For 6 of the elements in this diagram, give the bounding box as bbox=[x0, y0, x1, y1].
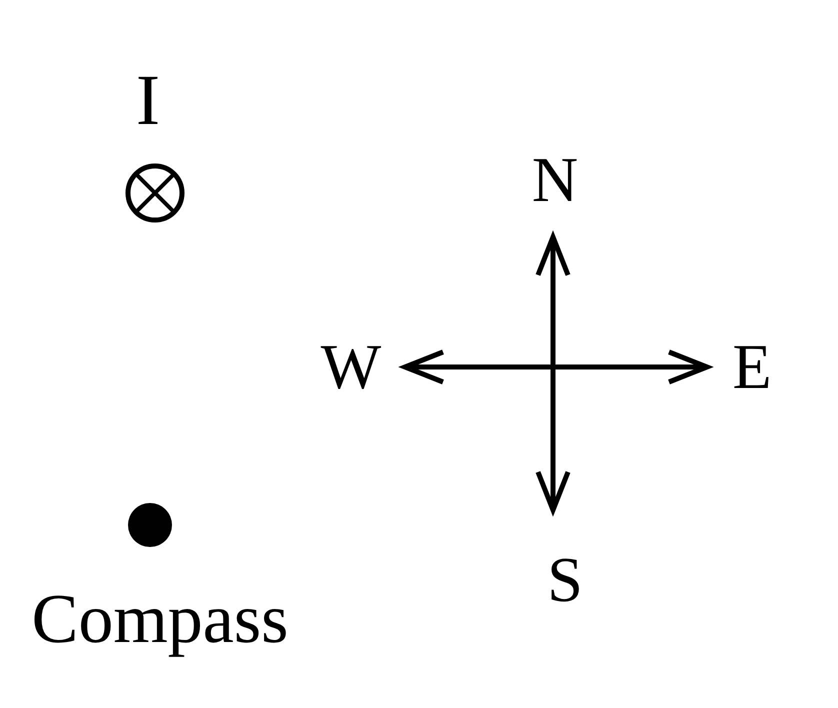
compass-label: Compass bbox=[32, 585, 288, 655]
direction-label: E bbox=[732, 335, 772, 399]
direction-label: N bbox=[532, 148, 578, 212]
current-label: I bbox=[136, 64, 160, 136]
direction-label: S bbox=[547, 548, 583, 612]
direction-label: W bbox=[320, 335, 382, 399]
